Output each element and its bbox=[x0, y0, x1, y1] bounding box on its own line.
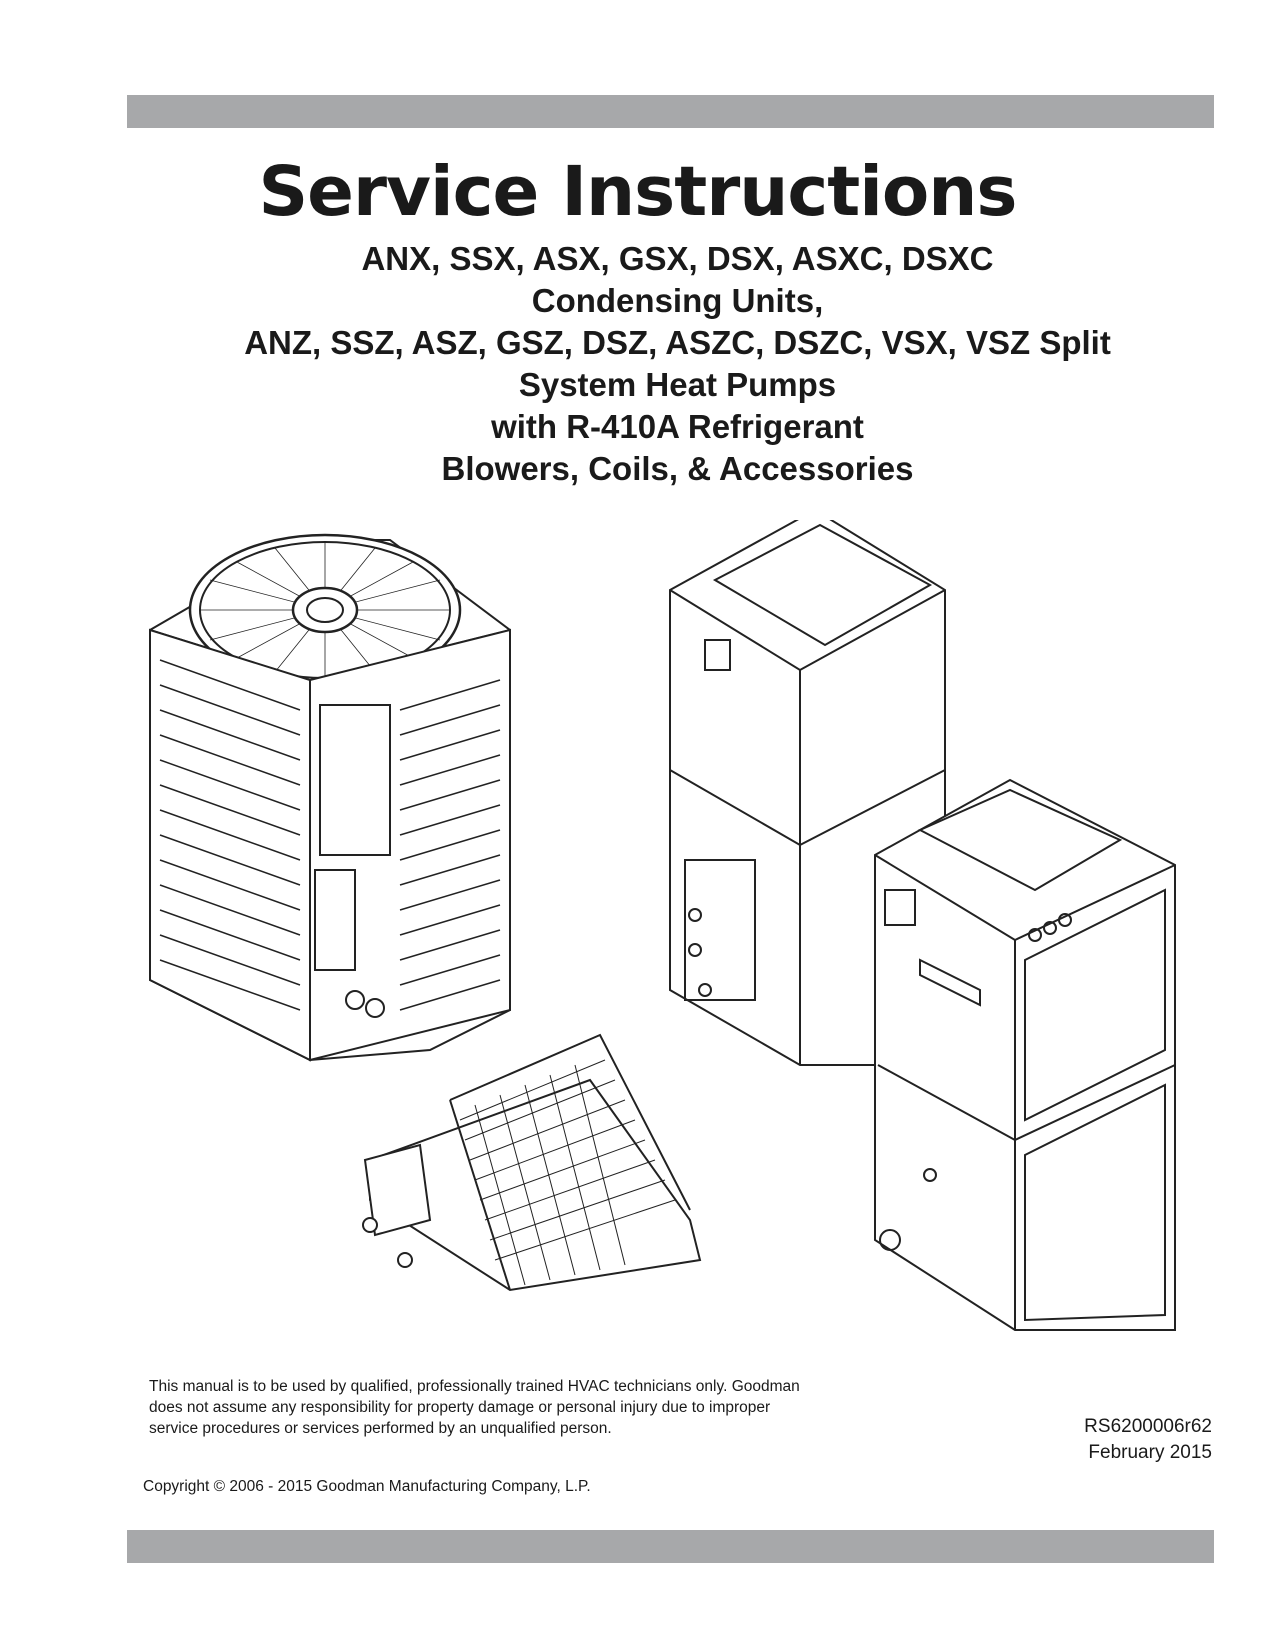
disclaimer-line: This manual is to be used by qualified, … bbox=[149, 1378, 800, 1395]
disclaimer-line: does not assume any responsibility for p… bbox=[149, 1399, 771, 1416]
document-info: RS6200006r62 February 2015 bbox=[1084, 1414, 1212, 1466]
air-handler-modular-illustration bbox=[874, 778, 1176, 1331]
disclaimer-text: This manual is to be used by qualified, … bbox=[149, 1376, 869, 1439]
product-illustrations bbox=[149, 520, 1176, 1331]
subtitle-line: with R-410A Refrigerant bbox=[491, 408, 864, 445]
subtitle-line: Condensing Units, bbox=[531, 282, 824, 319]
subtitle-line: ANX, SSX, ASX, GSX, DSX, ASXC, DSXC bbox=[361, 240, 994, 277]
document-date: February 2015 bbox=[1088, 1442, 1212, 1463]
subtitle-block: ANX, SSX, ASX, GSX, DSX, ASXC, DSXC Cond… bbox=[0, 238, 1275, 490]
copyright-notice: Copyright © 2006 - 2015 Goodman Manufact… bbox=[143, 1478, 591, 1495]
disclaimer-line: service procedures or services performed… bbox=[149, 1420, 612, 1437]
footer-bar bbox=[127, 1530, 1214, 1563]
page-title: Service Instructions bbox=[258, 152, 1017, 232]
subtitle-line: ANZ, SSZ, ASZ, GSZ, DSZ, ASZC, DSZC, VSX… bbox=[244, 324, 1111, 361]
subtitle-line: System Heat Pumps bbox=[518, 366, 837, 403]
condensing-unit-illustration bbox=[149, 533, 511, 1062]
document-number: RS6200006r62 bbox=[1084, 1416, 1212, 1437]
subtitle-line: Blowers, Coils, & Accessories bbox=[441, 450, 914, 487]
evaporator-coil-illustration bbox=[362, 1033, 702, 1292]
header-bar bbox=[127, 95, 1214, 128]
